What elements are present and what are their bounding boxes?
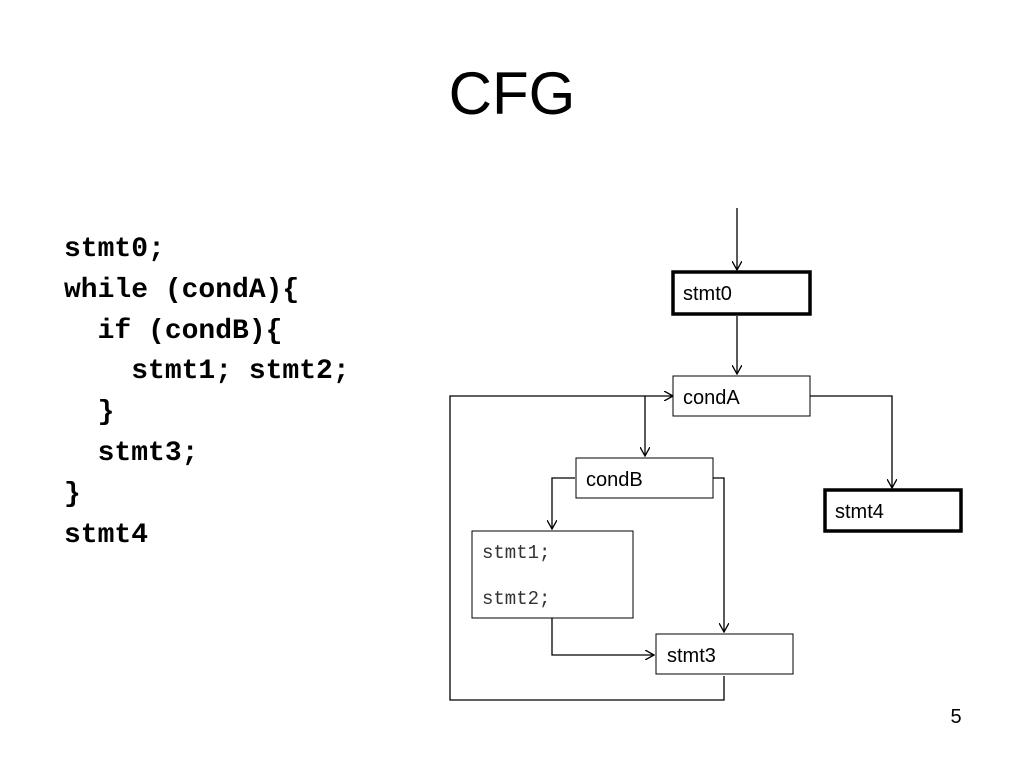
node-stmt4-label: stmt4 [835, 501, 884, 523]
edge-condb-stmt1 [552, 477, 575, 529]
node-conda-label: condA [683, 387, 740, 409]
node-stmt0-label: stmt0 [683, 283, 732, 305]
node-stmt4: stmt4 [823, 488, 963, 533]
slide-number: 5 [950, 706, 962, 728]
code-block: stmt0; while (condA){ if (condB){ stmt1; … [64, 230, 350, 556]
node-conda: condA [672, 375, 811, 417]
code-line: while (condA){ [64, 274, 300, 306]
code-line: } [64, 397, 115, 429]
code-line: stmt1; stmt2; [64, 356, 350, 388]
node-stmt2-label: stmt2; [482, 588, 550, 610]
edge-loop-back [449, 396, 725, 701]
code-line: stmt3; [64, 437, 199, 469]
edge-conda-stmt4 [810, 395, 892, 488]
code-line: stmt0; [64, 234, 165, 265]
node-stmt1-label: stmt1; [482, 542, 550, 564]
node-condb-label: condB [586, 469, 643, 491]
node-condb: condB [575, 457, 714, 499]
edge-stmt2-stmt3 [551, 618, 654, 655]
slide-title: CFG [448, 60, 576, 127]
node-stmt1-stmt2: stmt1; stmt2; [471, 530, 634, 619]
node-stmt0: stmt0 [671, 270, 812, 316]
node-stmt3-label: stmt3 [667, 645, 716, 667]
code-line: if (condB){ [64, 315, 283, 347]
code-line: } [64, 478, 81, 510]
node-stmt3: stmt3 [655, 633, 794, 675]
edge-condb-stmt3 [713, 477, 724, 632]
code-line: stmt4 [64, 519, 149, 551]
